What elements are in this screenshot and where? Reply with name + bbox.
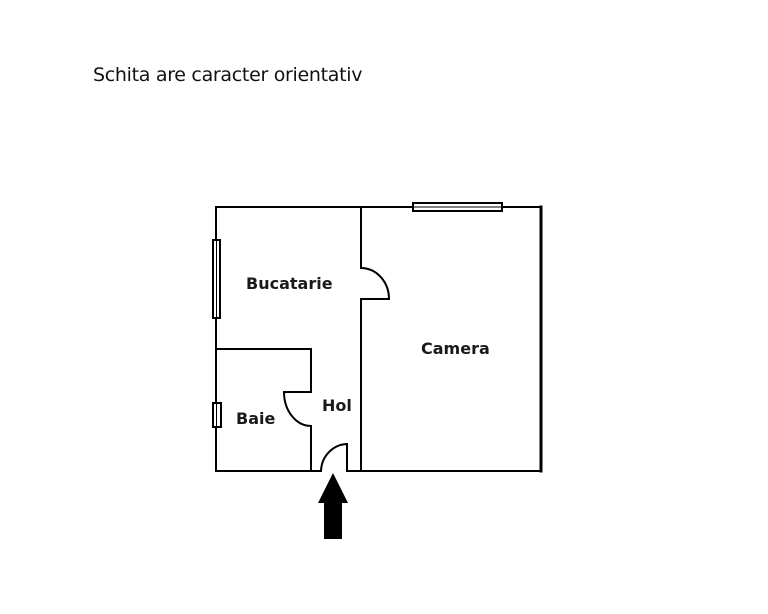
plan-caption: Schita are caracter orientativ — [93, 64, 363, 86]
room-label-camera: Camera — [421, 339, 490, 358]
entrance-arrow-icon — [318, 473, 348, 539]
door-entrance — [319, 442, 349, 473]
door-bucatarie-hol — [359, 266, 391, 300]
room-label-bucatarie: Bucatarie — [246, 274, 333, 293]
door-baie-hol — [282, 391, 313, 428]
room-label-baie: Baie — [236, 409, 275, 428]
room-label-hol: Hol — [322, 396, 352, 415]
